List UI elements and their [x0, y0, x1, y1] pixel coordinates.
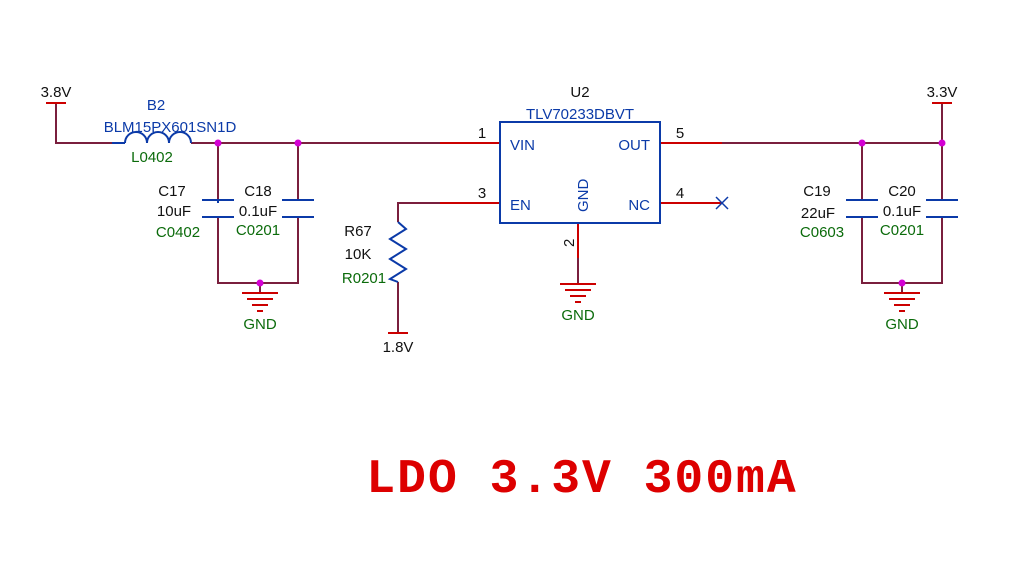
no-connect-marker — [715, 196, 729, 210]
labels: 3.8V 3.3V 1.8V B2 BLM15PX601SN1D L0402 C… — [41, 84, 958, 356]
gnd-label-mid: GND — [561, 307, 595, 324]
c19-footprint: C0603 — [800, 224, 844, 241]
c20-footprint: C0201 — [880, 222, 924, 239]
c18-footprint: C0201 — [236, 222, 280, 239]
power-symbols — [46, 102, 952, 334]
wire-out-bus — [722, 103, 943, 144]
r67-ref: R67 — [344, 223, 372, 240]
u2-pin-en-name: EN — [510, 197, 531, 214]
r67-value: 10K — [345, 246, 372, 263]
r67-footprint: R0201 — [342, 270, 386, 287]
u2-ref: U2 — [570, 84, 589, 101]
c19-ref: C19 — [803, 183, 831, 200]
capacitor-c18-symbol — [282, 199, 314, 218]
gnd-label-right: GND — [885, 316, 919, 333]
junction-dot — [858, 139, 866, 147]
gnd-symbol-mid — [560, 283, 596, 303]
capacitor-c20-symbol — [926, 199, 958, 218]
gnd-symbol-left — [242, 292, 278, 312]
gnd-symbols — [242, 283, 920, 312]
u2-pin-nc-name: NC — [628, 197, 650, 214]
junction-dot — [294, 139, 302, 147]
junction-dot — [898, 279, 906, 287]
u2-pin-out-name: OUT — [618, 137, 650, 154]
b2-part: BLM15PX601SN1D — [104, 119, 237, 136]
resistor-r67 — [387, 221, 408, 283]
power-label-38v: 3.8V — [41, 84, 72, 101]
power-label-18v: 1.8V — [383, 339, 414, 356]
b2-ref: B2 — [147, 97, 165, 114]
c18-value: 0.1uF — [239, 203, 277, 220]
diagram-title: LDO 3.3V 300mA — [366, 453, 797, 507]
u2-pin-gnd-num: 2 — [561, 239, 578, 247]
c17-ref: C17 — [158, 183, 186, 200]
pin-stubs — [440, 142, 722, 258]
inductor-b2 — [112, 131, 192, 144]
u2-body — [499, 121, 661, 224]
c17-footprint: C0402 — [156, 224, 200, 241]
power-label-33v: 3.3V — [927, 84, 958, 101]
c19-value: 22uF — [801, 205, 835, 222]
u2-pin-en-num: 3 — [478, 185, 486, 202]
c17-value: 10uF — [157, 203, 191, 220]
junction-dot — [214, 139, 222, 147]
u2-pin-vin-name: VIN — [510, 137, 535, 154]
junction-dot — [256, 279, 264, 287]
u2-part: TLV70233DBVT — [526, 106, 634, 123]
c18-ref: C18 — [244, 183, 272, 200]
wire-38v-to-b2 — [55, 103, 112, 144]
gnd-label-left: GND — [243, 316, 277, 333]
wire-en-to-r67 — [397, 202, 440, 222]
junction-dot — [938, 139, 946, 147]
u2-pin-gnd-name: GND — [575, 179, 592, 213]
capacitor-c17-symbol — [202, 199, 234, 218]
u2-pin-vin-num: 1 — [478, 125, 486, 142]
u2-pin-nc-num: 4 — [676, 185, 684, 202]
capacitor-c19-symbol — [846, 199, 878, 218]
junctions — [214, 139, 946, 287]
b2-footprint: L0402 — [131, 149, 173, 166]
c20-value: 0.1uF — [883, 203, 921, 220]
u2-pin-out-num: 5 — [676, 125, 684, 142]
gnd-symbol-right — [884, 292, 920, 312]
c20-ref: C20 — [888, 183, 916, 200]
capacitors — [202, 199, 958, 218]
